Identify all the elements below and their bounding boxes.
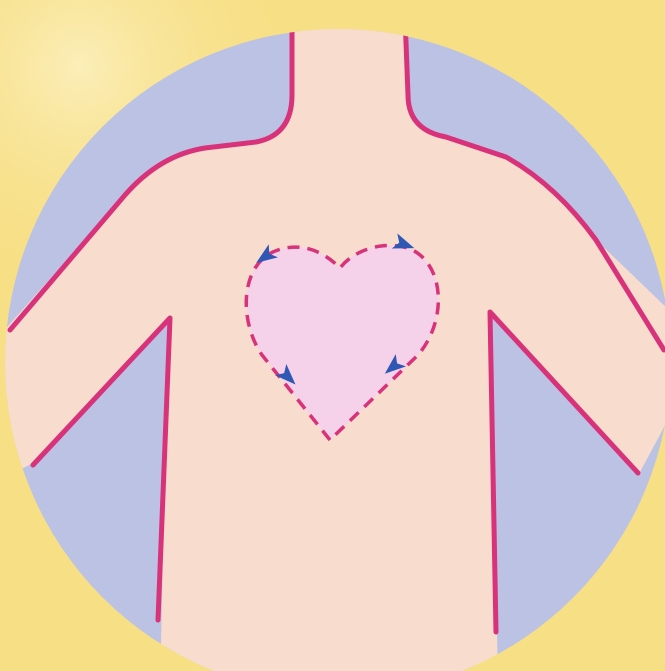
chest-heart-illustration [0,0,665,671]
